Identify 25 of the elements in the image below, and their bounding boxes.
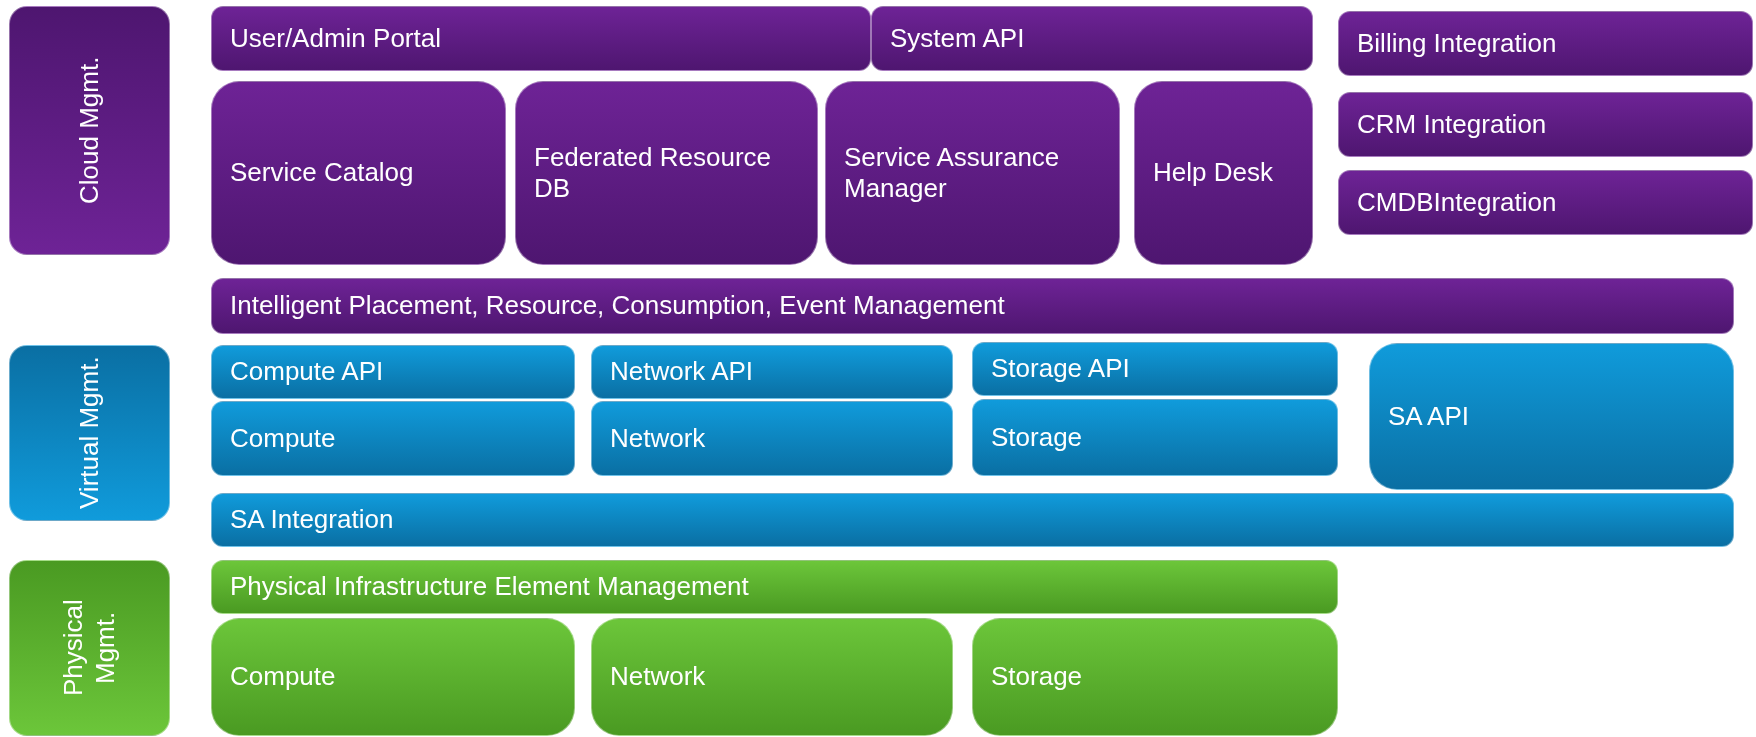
module-box: System API	[871, 6, 1313, 71]
module-box: Network	[591, 618, 953, 736]
module-box: Help Desk	[1134, 81, 1313, 265]
module-box: Storage	[972, 618, 1338, 736]
module-box: SA Integration	[211, 493, 1734, 547]
module-box: Storage API	[972, 342, 1338, 396]
module-box: Compute	[211, 618, 575, 736]
module-box: Physical Infrastructure Element Management	[211, 560, 1338, 614]
module-box: Network	[591, 401, 953, 476]
module-box: SA API	[1369, 343, 1734, 490]
layer-label: Cloud Mgmt.	[9, 6, 170, 255]
module-box: Compute	[211, 401, 575, 476]
layer-label: Virtual Mgmt.	[9, 345, 170, 521]
module-box: Federated Resource DB	[515, 81, 818, 265]
module-box: CRM Integration	[1338, 92, 1753, 157]
module-box: Intelligent Placement, Resource, Consumption, Event Management	[211, 278, 1734, 334]
module-box: User/Admin Portal	[211, 6, 871, 71]
module-box: Service Assurance Manager	[825, 81, 1120, 265]
module-box: Storage	[972, 399, 1338, 476]
module-box: Billing Integration	[1338, 11, 1753, 76]
module-box: CMDBIntegration	[1338, 170, 1753, 235]
module-box: Service Catalog	[211, 81, 506, 265]
module-box: Network API	[591, 345, 953, 399]
module-box: Compute API	[211, 345, 575, 399]
layer-label: Physical Mgmt.	[9, 560, 170, 736]
